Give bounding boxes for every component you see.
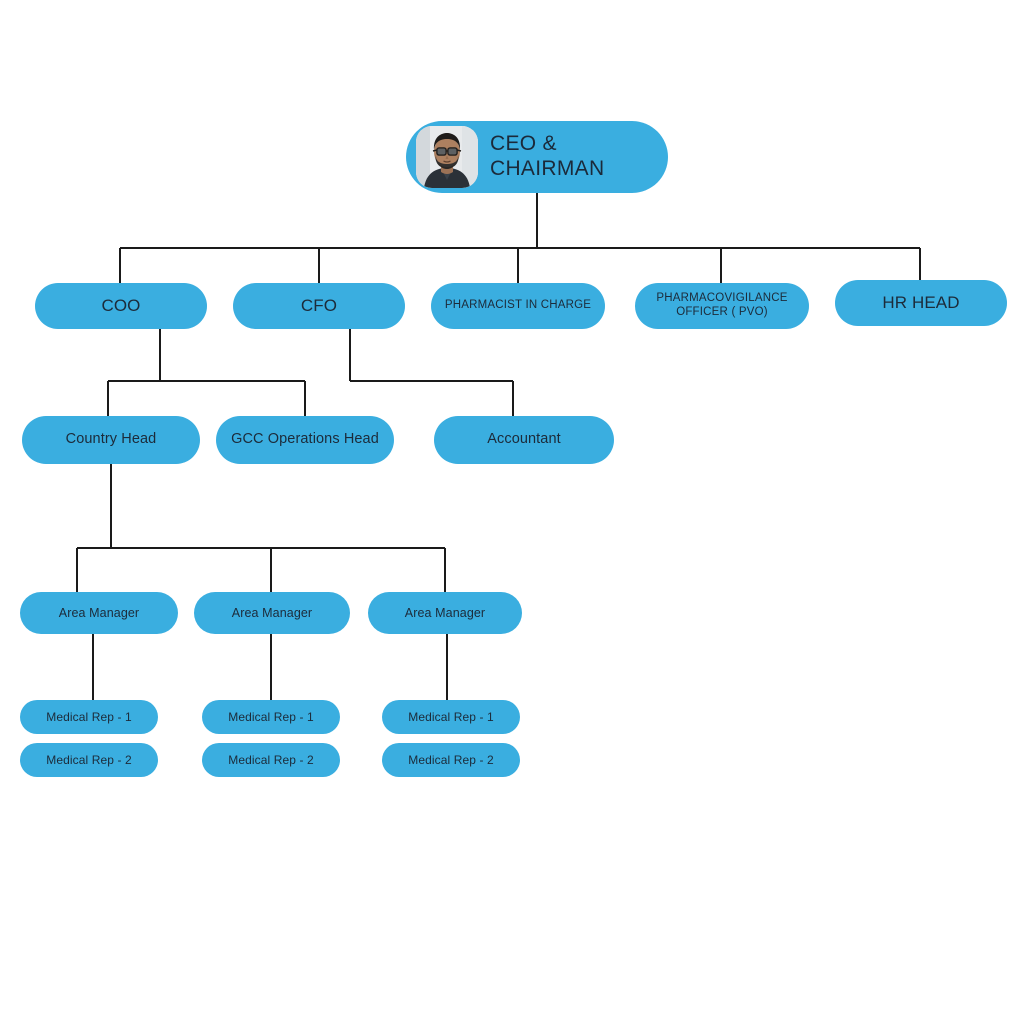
node-label-medical-rep-1-2: Medical Rep - 2	[46, 752, 132, 767]
node-pharmacovigilance-officer[interactable]: PHARMACOVIGILANCE OFFICER ( PVO)	[635, 283, 809, 329]
node-ceo-chairman[interactable]: CEO & CHAIRMAN	[406, 121, 668, 193]
node-label-area-manager-2: Area Manager	[231, 605, 313, 620]
node-medical-rep-1-1[interactable]: Medical Rep - 1	[20, 700, 158, 734]
node-medical-rep-3-1[interactable]: Medical Rep - 1	[382, 700, 520, 734]
node-label-pharmacist-in-charge: PHARMACIST IN CHARGE	[444, 299, 592, 312]
node-label-accountant: Accountant	[487, 431, 561, 448]
node-label-ceo: CEO & CHAIRMAN	[490, 132, 605, 180]
node-area-manager-1[interactable]: Area Manager	[20, 592, 178, 634]
node-label-area-manager-3: Area Manager	[404, 605, 486, 620]
node-pharmacist-in-charge[interactable]: PHARMACIST IN CHARGE	[431, 283, 605, 329]
node-country-head[interactable]: Country Head	[22, 416, 200, 464]
node-label-medical-rep-1-1: Medical Rep - 1	[46, 709, 132, 724]
node-label-medical-rep-2-1: Medical Rep - 1	[228, 709, 314, 724]
node-gcc-operations-head[interactable]: GCC Operations Head	[216, 416, 394, 464]
node-label-area-manager-1: Area Manager	[58, 605, 140, 620]
node-label-coo: COO	[101, 295, 141, 315]
avatar	[416, 126, 478, 188]
node-accountant[interactable]: Accountant	[434, 416, 614, 464]
node-label-pharmacovigilance-officer: PHARMACOVIGILANCE OFFICER ( PVO)	[656, 292, 788, 318]
node-medical-rep-1-2[interactable]: Medical Rep - 2	[20, 743, 158, 777]
node-label-medical-rep-3-1: Medical Rep - 1	[408, 709, 494, 724]
node-label-medical-rep-3-2: Medical Rep - 2	[408, 752, 494, 767]
node-label-cfo: CFO	[300, 295, 338, 315]
node-medical-rep-3-2[interactable]: Medical Rep - 2	[382, 743, 520, 777]
node-area-manager-3[interactable]: Area Manager	[368, 592, 522, 634]
node-cfo[interactable]: CFO	[233, 283, 405, 329]
node-hr-head[interactable]: HR HEAD	[835, 280, 1007, 326]
node-coo[interactable]: COO	[35, 283, 207, 329]
node-label-gcc-operations-head: GCC Operations Head	[231, 431, 379, 448]
node-label-country-head: Country Head	[65, 431, 157, 448]
node-medical-rep-2-2[interactable]: Medical Rep - 2	[202, 743, 340, 777]
node-label-hr-head: HR HEAD	[882, 292, 960, 312]
node-area-manager-2[interactable]: Area Manager	[194, 592, 350, 634]
node-medical-rep-2-1[interactable]: Medical Rep - 1	[202, 700, 340, 734]
node-label-medical-rep-2-2: Medical Rep - 2	[228, 752, 314, 767]
